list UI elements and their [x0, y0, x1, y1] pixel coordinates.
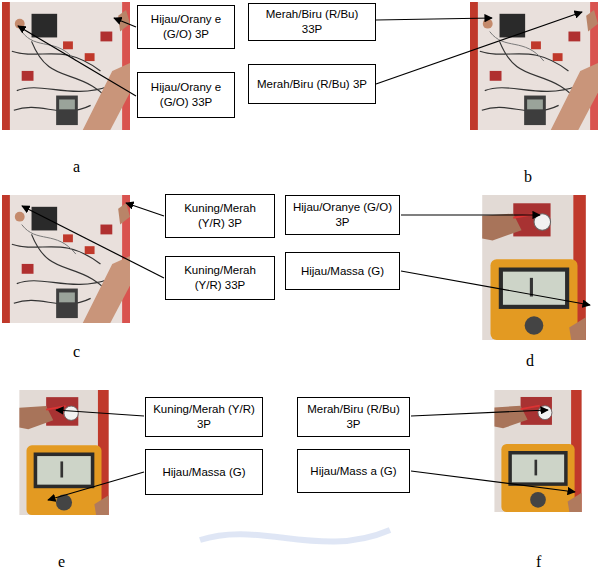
wire-color-label: Kuning/Merah (Y/R) 3P: [172, 201, 268, 231]
callout-box: Hijau/Mass a (G): [297, 449, 410, 493]
callout-box: Kuning/Merah (Y/R) 3P: [145, 397, 263, 437]
callout-box: Merah/Biru (R/Bu) 33P: [248, 3, 376, 41]
wire-color-label: Hijau/Orany e (G/O) 3P: [144, 12, 228, 42]
wire-color-label: Merah/Biru (R/Bu) 3P: [257, 77, 367, 92]
callout-box: Hijau/Orany e (G/O) 33P: [137, 72, 235, 118]
callout-box: Merah/Biru (R/Bu) 3P: [297, 397, 410, 437]
wire-color-label: Kuning/Merah (Y/R) 33P: [172, 263, 268, 293]
callout-box: Kuning/Merah (Y/R) 3P: [165, 194, 275, 238]
callout-box: Hijau/Orany e (G/O) 3P: [137, 5, 235, 49]
wire-color-label: Hijau/Mass a (G): [310, 464, 396, 479]
wire-color-label: Hijau/Massa (G): [162, 465, 245, 480]
callout-box: Hijau/Massa (G): [285, 252, 400, 290]
wire-color-label: Hijau/Massa (G): [301, 264, 384, 279]
panel-letter: d: [526, 352, 534, 370]
panel-letter: e: [58, 553, 65, 571]
callout-box: Kuning/Merah (Y/R) 33P: [165, 256, 275, 300]
callout-box: Hijau/Massa (G): [145, 449, 263, 495]
callout-box: Merah/Biru (R/Bu) 3P: [248, 64, 376, 104]
panel-letter: c: [73, 343, 80, 361]
wire-color-label: Merah/Biru (R/Bu) 33P: [255, 7, 369, 37]
panel-letter: a: [73, 158, 80, 176]
wire-color-label: Hijau/Oranye (G/O) 3P: [292, 200, 393, 230]
wire-color-label: Kuning/Merah (Y/R) 3P: [152, 402, 256, 432]
wire-color-label: Merah/Biru (R/Bu) 3P: [304, 402, 403, 432]
panel-letter: f: [536, 553, 541, 571]
panel-letter: b: [524, 168, 532, 186]
callout-box: Hijau/Oranye (G/O) 3P: [285, 195, 400, 235]
wire-color-label: Hijau/Orany e (G/O) 33P: [144, 80, 228, 110]
